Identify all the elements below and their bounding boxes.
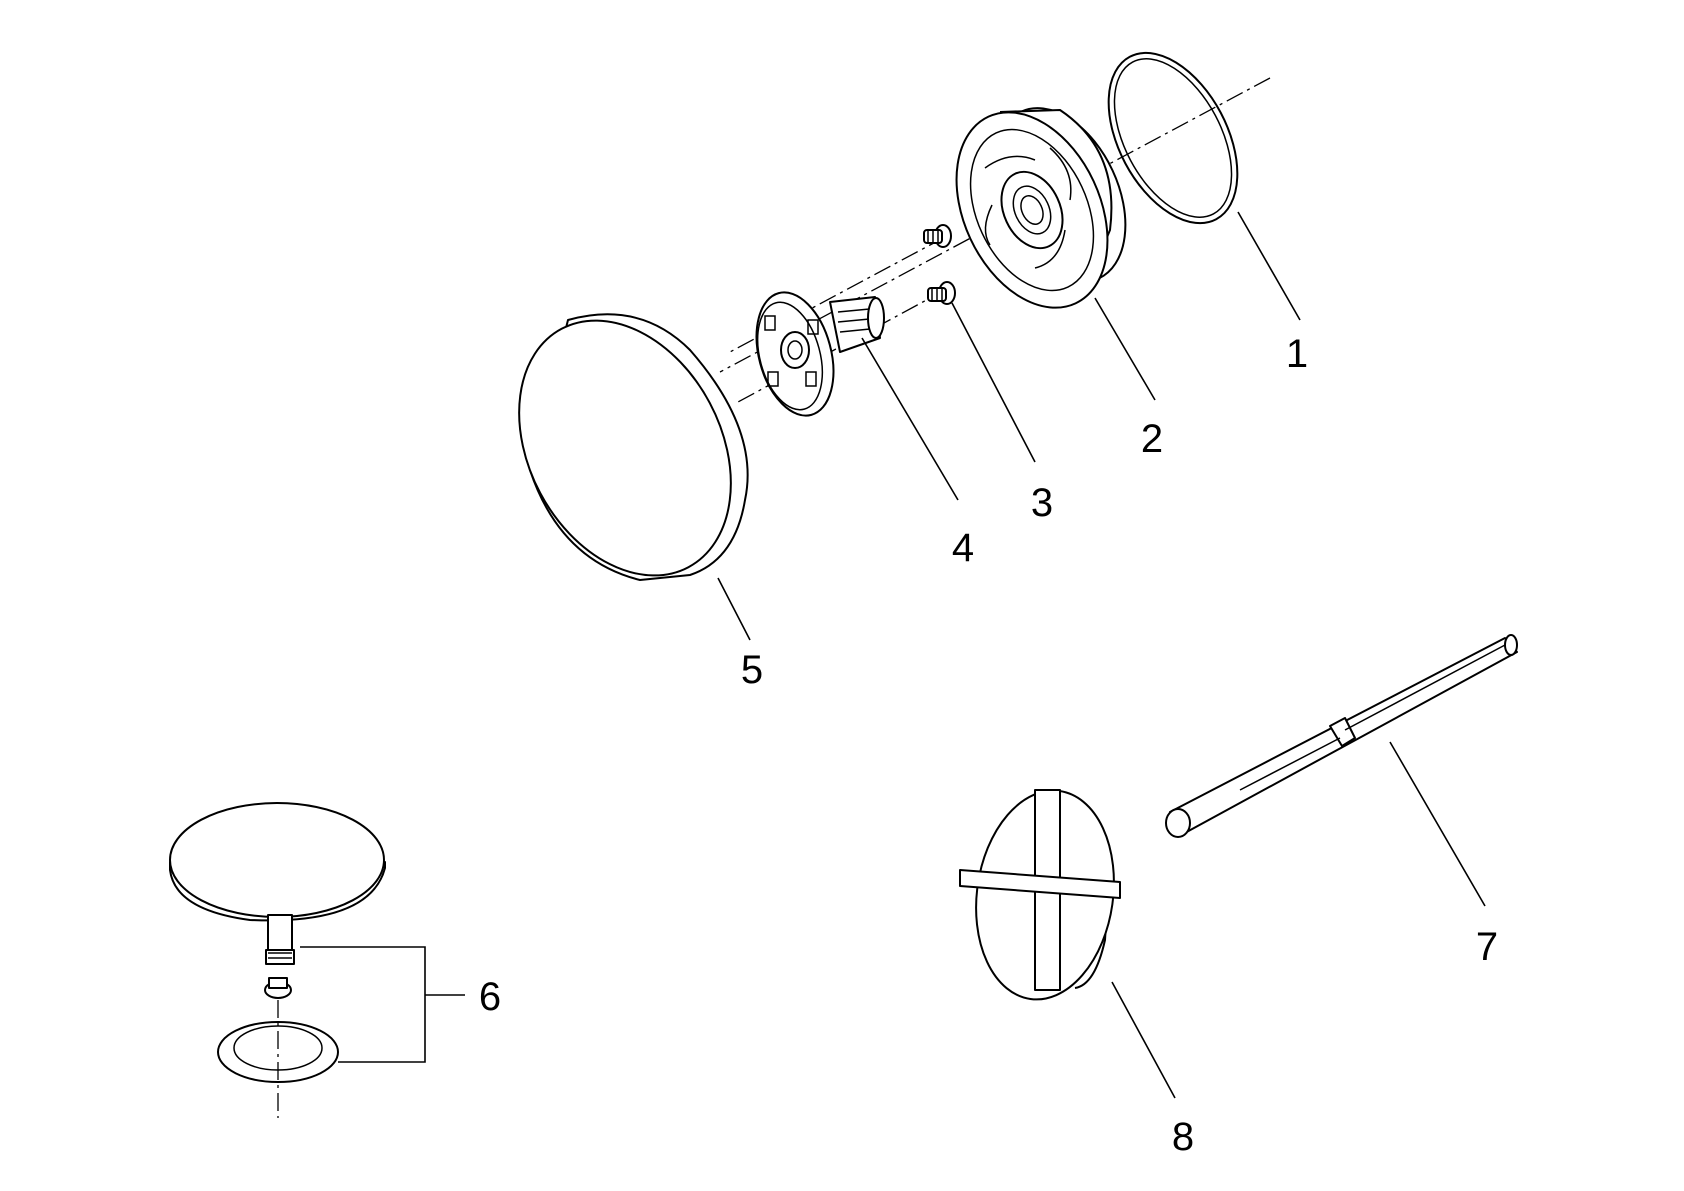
part-5-cover-cap xyxy=(518,313,749,581)
callout-3: 3 xyxy=(1031,481,1053,525)
callout-4: 4 xyxy=(952,526,974,570)
callout-1: 1 xyxy=(1286,332,1308,376)
callout-labels: 1 2 3 4 5 6 7 8 xyxy=(479,332,1498,1159)
callout-7: 7 xyxy=(1476,925,1498,969)
callout-8: 8 xyxy=(1172,1115,1194,1159)
callout-2: 2 xyxy=(1141,417,1163,461)
part-2-escutcheon xyxy=(955,107,1127,309)
part-7-extension-spindle xyxy=(1165,634,1518,838)
part-4-hub xyxy=(755,291,885,417)
part-1-o-ring xyxy=(1107,51,1239,225)
part-3-screws xyxy=(923,224,956,305)
part-6-drain-plug-set xyxy=(169,802,386,1118)
callout-6: 6 xyxy=(479,975,501,1019)
callout-5: 5 xyxy=(741,648,763,692)
part-8-cross-plate xyxy=(959,789,1121,1001)
leader-lines xyxy=(300,211,1486,1099)
